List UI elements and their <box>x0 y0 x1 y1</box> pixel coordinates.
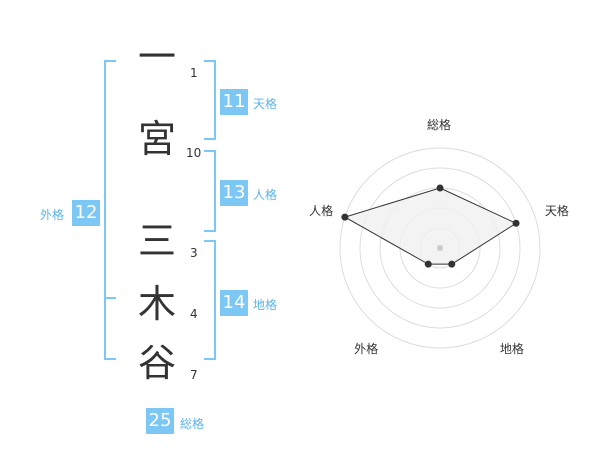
chikaku-bracket <box>204 240 216 360</box>
jinkaku-label: 人格 <box>253 188 278 202</box>
gaikaku-bracket-tick <box>104 297 116 299</box>
given-char-2: 木 <box>137 282 176 326</box>
radar-axis-label-5: 人格 <box>309 203 334 218</box>
given-stroke-2: 4 <box>190 307 198 321</box>
given-stroke-1: 3 <box>190 246 198 260</box>
radar-axis-label-2: 天格 <box>544 203 569 218</box>
radar-axis-label-1: 総格 <box>427 118 452 132</box>
soukaku-label: 総格 <box>180 417 205 431</box>
radar-point-3 <box>448 260 456 268</box>
tenkaku-value: 11 <box>220 89 248 115</box>
radar-grid-ring <box>339 147 541 349</box>
radar-area <box>343 187 518 265</box>
radar-point-5 <box>341 213 349 221</box>
jinkaku-value: 13 <box>220 180 248 206</box>
soukaku-value: 25 <box>146 408 174 434</box>
surname-stroke-2: 10 <box>186 146 202 160</box>
tenkaku-bracket <box>204 60 216 140</box>
surname-stroke-1: 1 <box>190 66 198 80</box>
chikaku-label: 地格 <box>253 298 278 312</box>
radar-point-1 <box>436 184 444 192</box>
given-char-3: 谷 <box>137 341 176 385</box>
jinkaku-bracket <box>204 150 216 232</box>
gaikaku-value: 12 <box>72 200 100 226</box>
radar-point-4 <box>424 260 432 268</box>
surname-char-1: 一 <box>137 35 176 79</box>
chikaku-value: 14 <box>220 290 248 316</box>
radar-axis-label-4: 外格 <box>354 342 379 357</box>
surname-char-2: 宮 <box>137 117 176 161</box>
gaikaku-label: 外格 <box>40 208 65 222</box>
radar-axis-label-3: 地格 <box>499 342 524 357</box>
radar-grid-ring <box>359 167 521 329</box>
gaikaku-bracket <box>104 60 116 360</box>
radar-point-2 <box>512 219 520 227</box>
given-char-1: 三 <box>137 219 176 263</box>
radar-center-dot <box>437 245 443 251</box>
given-stroke-3: 7 <box>190 368 198 382</box>
tenkaku-label: 天格 <box>253 97 278 111</box>
